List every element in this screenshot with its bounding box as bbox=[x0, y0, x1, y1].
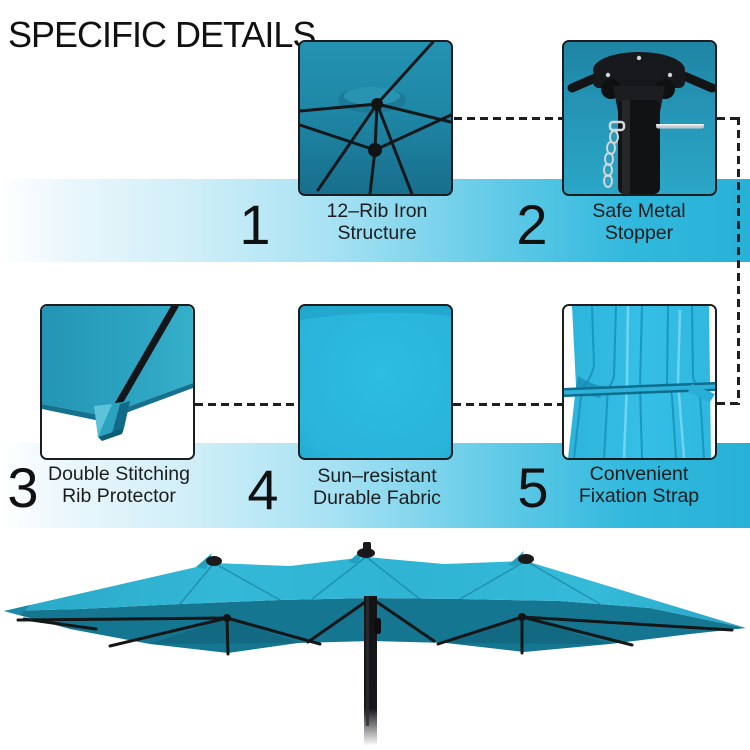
feature-label-1: 12–Rib Iron Structure bbox=[326, 200, 428, 244]
rib-protector-photo bbox=[42, 306, 193, 458]
callout-box-durable-fabric bbox=[298, 304, 453, 460]
callout-box-rib-structure bbox=[298, 40, 453, 196]
callout-box-rib-protector bbox=[40, 304, 195, 460]
dashed-connector-right-vertical bbox=[737, 117, 740, 405]
fabric-swatch-photo bbox=[300, 306, 451, 458]
feature-number-2: 2 bbox=[516, 193, 548, 256]
dashed-connector-box1-box2 bbox=[454, 117, 562, 120]
feature-number-3: 3 bbox=[7, 456, 39, 519]
feature-number-4: 4 bbox=[247, 458, 279, 521]
dashed-connector-corner-box5 bbox=[717, 402, 740, 405]
feature-label-3: Double Stitching Rib Protector bbox=[47, 463, 190, 507]
page-title: SPECIFIC DETAILS bbox=[8, 14, 316, 55]
dashed-connector-box2-corner bbox=[717, 117, 740, 120]
dashed-connector-box4-box5 bbox=[453, 403, 562, 406]
fixation-strap-photo bbox=[564, 306, 715, 458]
callout-box-metal-stopper bbox=[562, 40, 717, 196]
double-sided-umbrella-photo bbox=[4, 542, 746, 746]
callout-box-fixation-strap bbox=[562, 304, 717, 460]
feature-label-5: Convenient Fixation Strap bbox=[578, 463, 700, 507]
feature-number-1: 1 bbox=[239, 193, 271, 256]
feature-label-2: Safe Metal Stopper bbox=[592, 200, 686, 244]
feature-label-4: Sun–resistant Durable Fabric bbox=[313, 465, 441, 509]
dashed-connector-box3-box4 bbox=[195, 403, 298, 406]
metal-stopper-photo bbox=[564, 42, 715, 194]
feature-number-5: 5 bbox=[517, 456, 549, 519]
rib-structure-photo bbox=[300, 42, 451, 194]
